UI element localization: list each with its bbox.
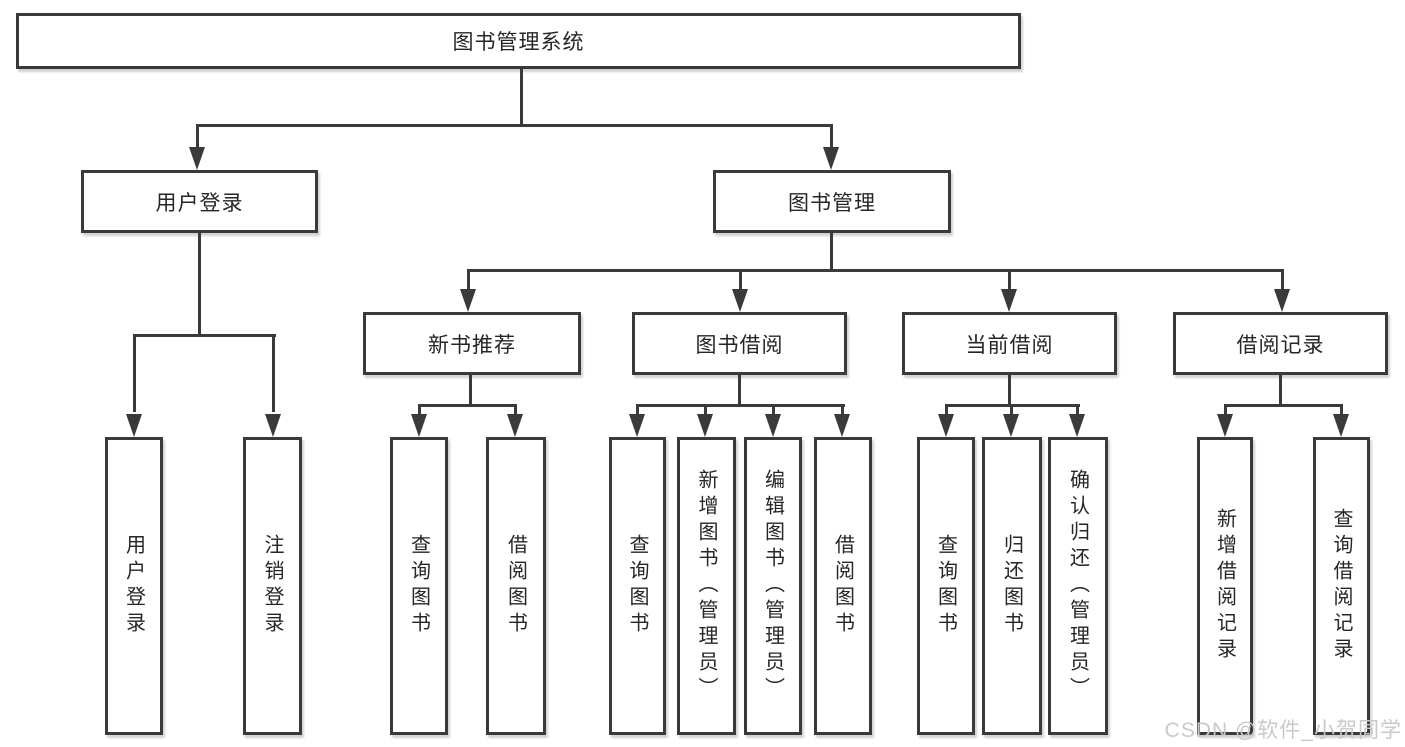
node-add-borrowing-record: 新增借阅记录 — [1197, 437, 1253, 735]
arrow-down-icon — [460, 289, 476, 312]
node-label: 确认归还（管理员） — [1066, 469, 1089, 703]
arrow-down-icon — [265, 414, 281, 437]
node-label: 当前借阅 — [965, 333, 1054, 357]
connector-line — [704, 404, 707, 416]
connector-line — [830, 233, 833, 271]
connector-line — [198, 233, 201, 336]
node-label: 新增借阅记录 — [1213, 508, 1236, 664]
connector-line — [945, 404, 948, 416]
node-label: 图书借阅 — [695, 333, 784, 357]
node-label: 借阅图书 — [831, 534, 854, 638]
node-user-login: 用户登录 — [81, 170, 318, 233]
connector-line — [133, 334, 276, 337]
node-label: 图书管理系统 — [452, 31, 585, 54]
arrow-down-icon — [189, 147, 205, 170]
connector-line — [636, 404, 845, 407]
node-book-management: 图书管理 — [713, 170, 951, 233]
connector-line — [1008, 269, 1011, 291]
arrow-down-icon — [411, 414, 427, 437]
node-query-books-1: 查询图书 — [390, 437, 448, 735]
node-book-borrowing: 图书借阅 — [632, 312, 847, 375]
arrow-down-icon — [938, 414, 954, 437]
arrow-down-icon — [126, 414, 142, 437]
node-current-borrowing: 当前借阅 — [902, 312, 1117, 375]
connector-line — [418, 404, 517, 407]
node-new-book-recommendation: 新书推荐 — [363, 312, 581, 375]
node-label: 用户登录 — [155, 191, 244, 215]
arrow-down-icon — [507, 414, 523, 437]
connector-line — [772, 404, 775, 416]
connector-line — [514, 404, 517, 416]
arrow-down-icon — [1001, 289, 1017, 312]
node-borrow-books-1: 借阅图书 — [486, 437, 546, 735]
connector-line — [1010, 404, 1013, 416]
node-logout: 注销登录 — [243, 437, 302, 735]
connector-line — [1279, 375, 1282, 406]
node-confirm-return-admin: 确认归还（管理员） — [1048, 437, 1108, 735]
arrow-down-icon — [697, 414, 713, 437]
node-label: 借阅图书 — [504, 534, 527, 638]
node-query-books-2: 查询图书 — [609, 437, 666, 735]
connector-line — [196, 124, 833, 127]
connector-line — [1340, 404, 1343, 416]
node-label: 查询借阅记录 — [1330, 508, 1352, 664]
arrow-down-icon — [629, 414, 645, 437]
connector-line — [196, 124, 199, 150]
connector-line — [467, 269, 1284, 272]
node-query-books-3: 查询图书 — [917, 437, 975, 735]
arrow-down-icon — [1217, 414, 1233, 437]
node-label: 图书管理 — [788, 191, 876, 215]
csdn-watermark: CSDN @软件_小贺同学 — [1164, 719, 1402, 742]
node-label: 用户登录 — [122, 534, 145, 638]
node-label: 注销登录 — [261, 534, 283, 638]
connector-line — [1224, 404, 1343, 407]
node-edit-books-admin: 编辑图书（管理员） — [744, 437, 802, 735]
connector-line — [738, 375, 741, 406]
node-borrow-books-2: 借阅图书 — [814, 437, 872, 735]
arrow-down-icon — [1274, 289, 1290, 312]
connector-line — [841, 404, 844, 416]
connector-line — [133, 334, 136, 412]
node-label: 新增图书（管理员） — [695, 469, 717, 703]
arrow-down-icon — [1333, 414, 1349, 437]
node-user-login-leaf: 用户登录 — [105, 437, 163, 735]
connector-line — [467, 269, 470, 291]
node-label: 查询图书 — [934, 534, 957, 638]
node-label: 新书推荐 — [428, 333, 516, 357]
node-add-books-admin: 新增图书（管理员） — [677, 437, 736, 735]
node-label: 编辑图书（管理员） — [761, 469, 784, 703]
arrow-down-icon — [732, 289, 748, 312]
node-return-books: 归还图书 — [982, 437, 1042, 735]
node-label: 归还图书 — [1000, 534, 1023, 638]
node-label: 借阅记录 — [1236, 333, 1325, 357]
connector-line — [1281, 269, 1284, 291]
connector-line — [636, 404, 639, 416]
arrow-down-icon — [1003, 414, 1019, 437]
node-borrowing-records: 借阅记录 — [1173, 312, 1388, 375]
connector-line — [739, 269, 742, 291]
connector-line — [520, 69, 523, 126]
arrow-down-icon — [765, 414, 781, 437]
arrow-down-icon — [1069, 414, 1085, 437]
connector-line — [272, 334, 275, 412]
arrow-down-icon — [823, 147, 839, 170]
connector-line — [1224, 404, 1227, 416]
node-library-management-system: 图书管理系统 — [16, 13, 1021, 69]
node-label: 查询图书 — [407, 534, 430, 638]
node-label: 查询图书 — [626, 534, 648, 638]
connector-line — [830, 124, 833, 150]
connector-line — [1076, 404, 1079, 416]
node-query-borrowing-record: 查询借阅记录 — [1313, 437, 1370, 735]
arrow-down-icon — [834, 414, 850, 437]
connector-line — [469, 375, 472, 406]
connector-line — [1008, 375, 1011, 406]
connector-line — [418, 404, 421, 416]
